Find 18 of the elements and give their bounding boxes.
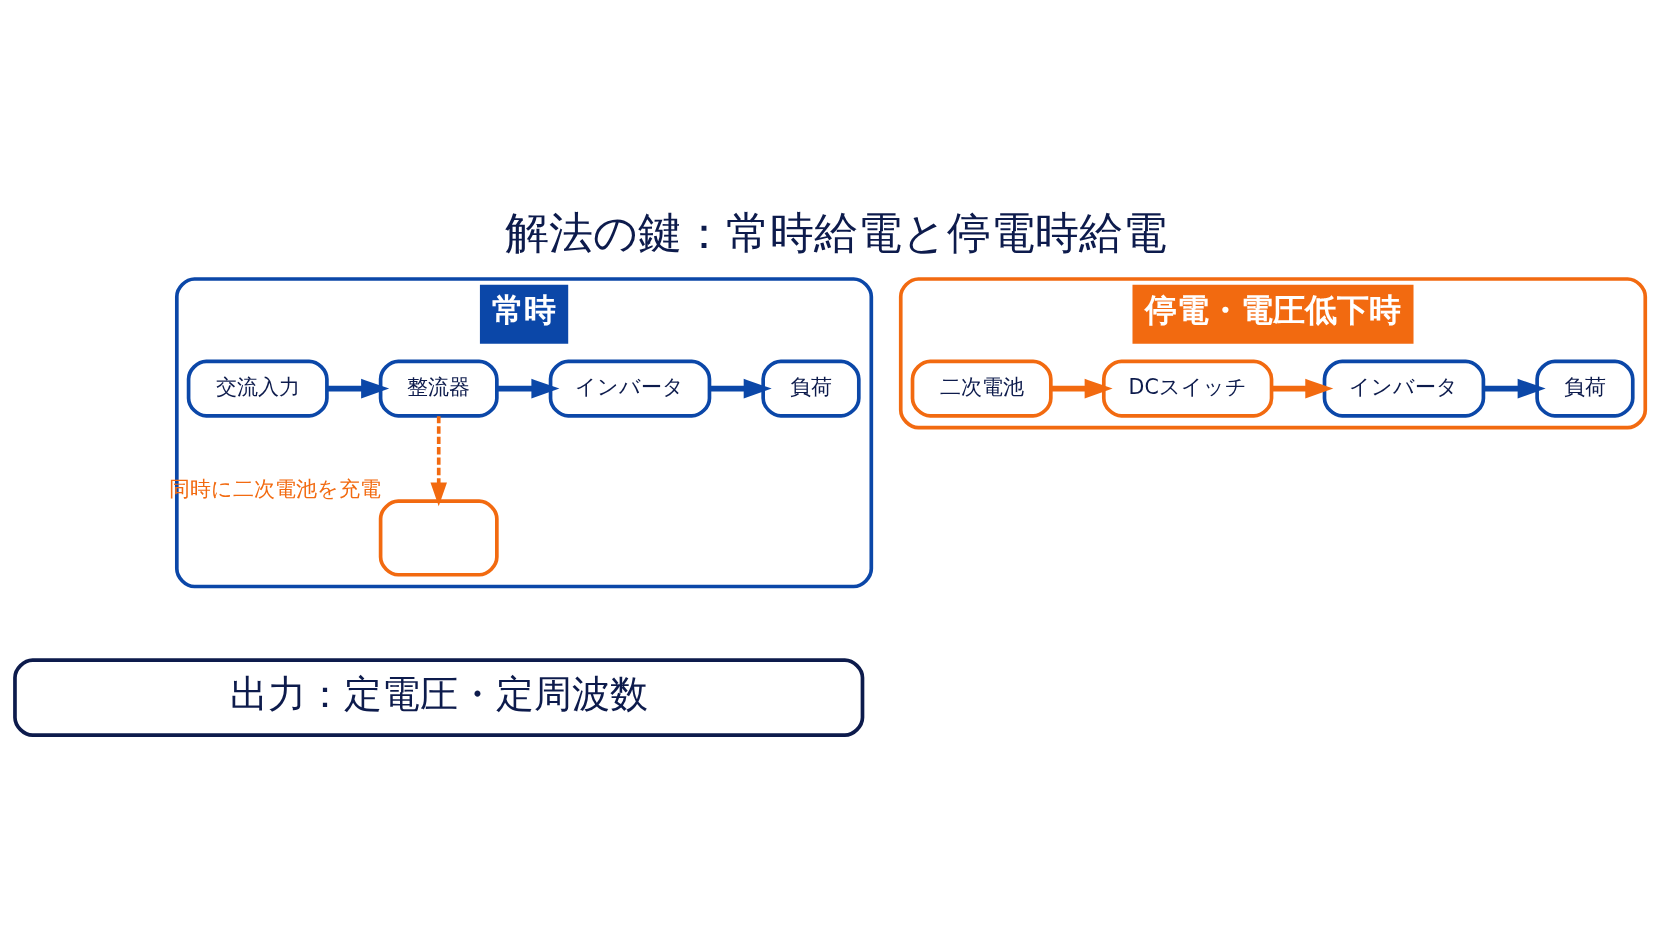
arrow bbox=[709, 378, 772, 398]
node-box: 交流入力 bbox=[186, 359, 329, 418]
node-box: インバータ bbox=[1322, 359, 1486, 418]
node-box: 整流器 bbox=[378, 359, 499, 418]
node-box: 負荷 bbox=[1535, 359, 1635, 418]
arrow bbox=[430, 415, 447, 506]
arrow bbox=[1050, 378, 1113, 398]
node-box: DCスイッチ bbox=[1101, 359, 1274, 418]
arrow bbox=[497, 378, 560, 398]
diagram-title: 解法の鍵：常時給電と停電時給電 bbox=[505, 206, 1167, 258]
arrow bbox=[1271, 378, 1334, 398]
node-box: 二次電池 bbox=[910, 359, 1053, 418]
node-box: インバータ bbox=[548, 359, 712, 418]
arrow bbox=[1483, 378, 1546, 398]
arrow bbox=[327, 378, 390, 398]
node-box bbox=[378, 498, 499, 577]
node-box: 出力：定電圧・定周波数 bbox=[13, 657, 865, 737]
node-box: 負荷 bbox=[761, 359, 861, 418]
